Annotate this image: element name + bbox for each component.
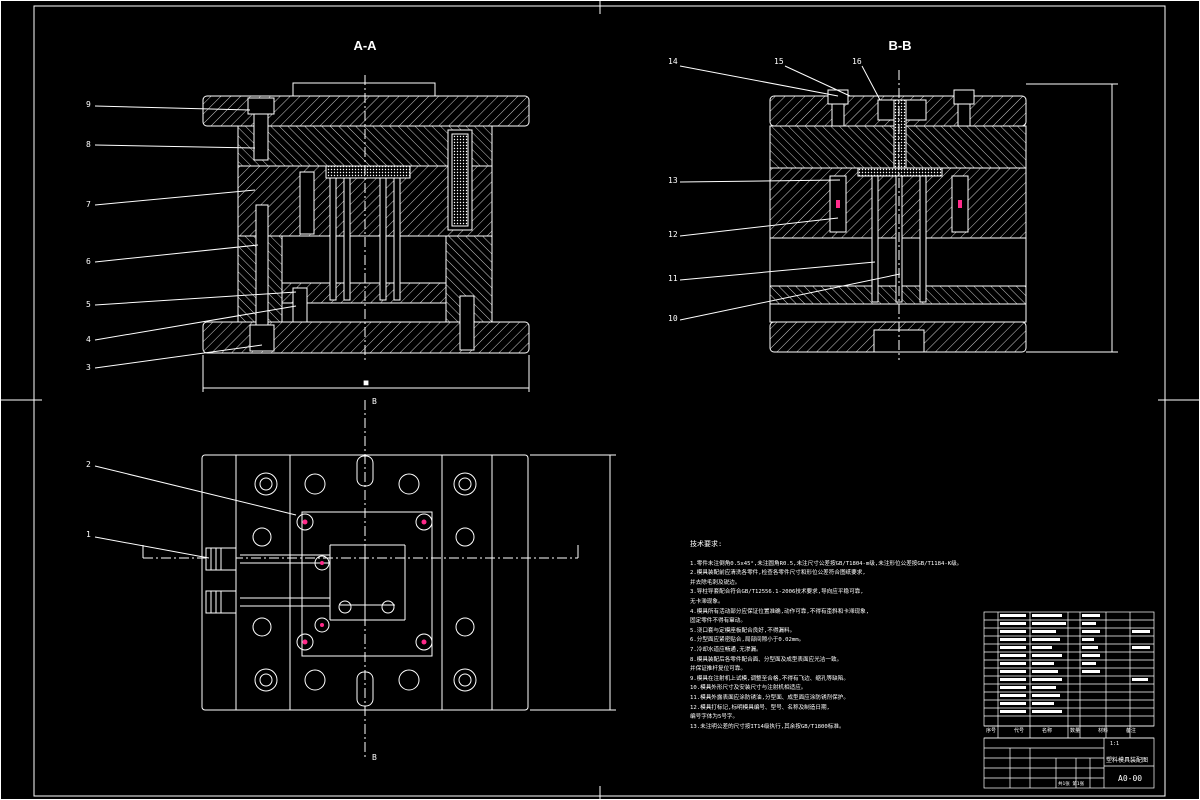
callout-2: 2 (86, 460, 91, 469)
header-remark: 备注 (1125, 728, 1136, 734)
callouts-plan (94, 465, 297, 559)
parts-list (983, 611, 1155, 739)
callouts-section-b (679, 65, 901, 321)
note-line: 11.模具外露表面应涂防锈油,分型面、成型面应涂防锈剂保护。 (690, 694, 849, 701)
parts-list-header: 序号 代号 名称 数量 材料 备注 (986, 727, 1136, 734)
sheet-count: 共1张 第1张 (1058, 782, 1085, 787)
callout-labels-section-b: 14 15 16 13 12 11 10 (668, 57, 862, 323)
callouts-section-a (94, 105, 297, 369)
technical-notes-heading: 技术要求: (690, 540, 723, 548)
note-line: 并去除毛刺及锐边。 (690, 579, 741, 586)
plan-accent-marks (302, 519, 427, 645)
callout-15: 15 (774, 57, 784, 66)
callout-8: 8 (86, 140, 91, 149)
note-line: 2.模具装配前应清洗各零件,检查各零件尺寸和形位公差符合图纸要求, (690, 570, 866, 577)
drawing-number: A0-00 (1118, 774, 1143, 783)
note-line: 并保证推杆复位可靠。 (690, 666, 746, 673)
callout-3: 3 (86, 363, 91, 372)
note-line: 无卡滞现象。 (690, 598, 724, 605)
plan-view (142, 400, 616, 760)
callout-labels-section-a: 9 8 7 6 5 4 3 (86, 100, 91, 372)
cut-marker-top: B (372, 397, 377, 406)
note-line: 10.模具外形尺寸及安装尺寸与注射机相适应。 (690, 685, 807, 692)
cut-markers: B B (372, 397, 377, 762)
note-line: 固定零件不得有窜动。 (690, 618, 746, 625)
section-a-title: A-A (353, 38, 377, 53)
header-index: 序号 (986, 728, 997, 734)
plan-holes (252, 472, 477, 692)
note-line: 6.分型面应紧密贴合,局部间隙小于0.02mm。 (690, 637, 805, 644)
callout-10: 10 (668, 314, 678, 323)
note-line: 13.未注明公差的尺寸按IT14级执行,其余按GB/T1800标准。 (690, 723, 845, 730)
callout-7: 7 (86, 200, 91, 209)
section-b-title: B-B (888, 38, 911, 53)
note-line: 3.导柱导套配合符合GB/T12556.1-2006技术要求,导向应平稳可靠, (690, 589, 864, 596)
callout-6: 6 (86, 257, 91, 266)
callout-1: 1 (86, 530, 91, 539)
header-name: 名称 (1041, 728, 1052, 734)
header-qty: 数量 (1069, 728, 1080, 734)
note-line: 7.冷却水道应畅通,无渗漏。 (690, 646, 762, 653)
title-block (983, 737, 1155, 789)
parts-list-fill (1000, 614, 1150, 713)
drawing-scale: 1:1 (1110, 741, 1120, 747)
section-b-view (769, 70, 1118, 360)
cut-marker-bottom: B (372, 753, 377, 762)
note-line: 4.模具所有活动部分应保证位置准确,动作可靠,不得有歪斜和卡滞现象, (690, 608, 870, 615)
callout-14: 14 (668, 57, 678, 66)
note-line: 5.浇口套与定模座板配合良好,不得漏料。 (690, 627, 796, 634)
callout-11: 11 (668, 274, 678, 283)
note-line: 1.零件未注倒角0.5x45°,未注圆角R0.5,未注尺寸公差按GB/T1804… (690, 560, 963, 567)
section-b-accent-marks (836, 200, 962, 208)
section-a-view: ■ (202, 75, 530, 392)
header-code: 代号 (1013, 728, 1024, 734)
svg-text:■: ■ (364, 378, 369, 387)
header-material: 材料 (1097, 728, 1108, 734)
callout-4: 4 (86, 335, 91, 344)
note-line: 编号字体为5号字。 (690, 714, 739, 721)
callout-16: 16 (852, 57, 862, 66)
callout-12: 12 (668, 230, 678, 239)
callout-13: 13 (668, 176, 678, 185)
drawing-title: 塑料模具装配图 (1106, 757, 1149, 764)
callout-labels-plan: 2 1 (86, 460, 91, 539)
note-line: 12.模具打标记,标明模具编号、型号、名称及制造日期, (690, 704, 830, 711)
technical-notes: 技术要求: 1.零件未注倒角0.5x45°,未注圆角R0.5,未注尺寸公差按GB… (690, 540, 963, 732)
callout-9: 9 (86, 100, 91, 109)
note-line: 8.模具装配后各零件配合面、分型面及成型表面应光洁一致。 (690, 656, 843, 663)
callout-5: 5 (86, 300, 91, 309)
note-line: 9.模具在注射机上试模,调整至合格,不得有飞边、缩孔等缺陷。 (690, 675, 849, 682)
